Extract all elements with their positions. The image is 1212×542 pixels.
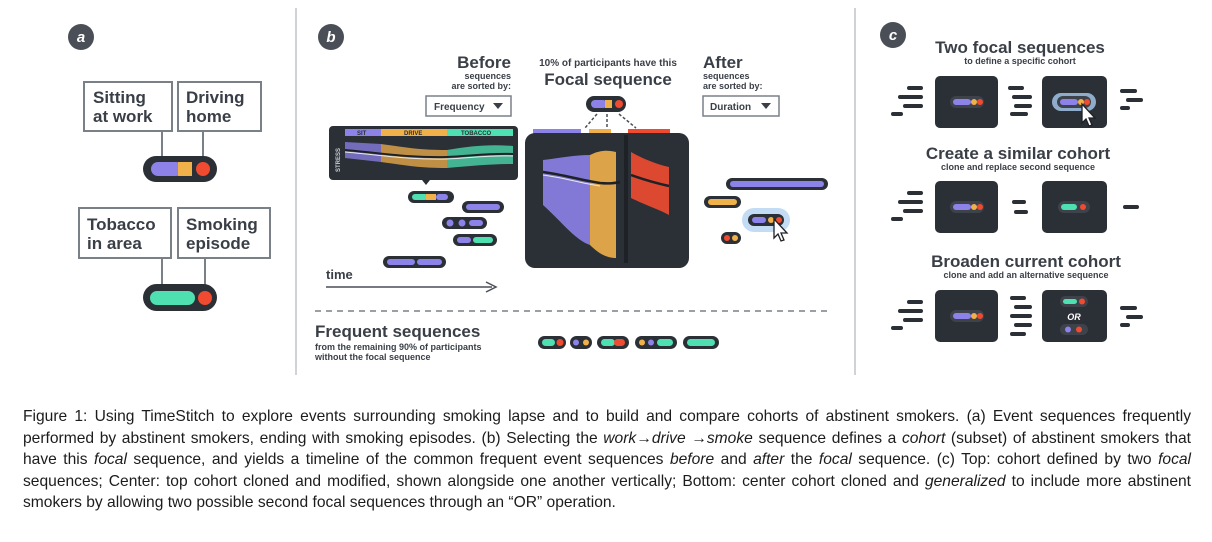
caption-text: → — [636, 429, 652, 447]
caption-italic: work — [603, 429, 637, 447]
box-smoking-episode — [177, 207, 271, 259]
caption-text: to include more abstinent smokers by all… — [23, 472, 1191, 512]
box-tobacco-line1: Tobacco — [87, 215, 156, 234]
time-axis-label: time — [326, 267, 353, 282]
row3-subtitle: clone and add an alternative sequence — [943, 270, 1108, 280]
box-driving-home — [177, 81, 262, 132]
panel-a: a Sitting at work Driving home Tobacco i… — [68, 24, 271, 311]
after-title: After — [703, 53, 743, 72]
cohort-row-3[interactable] — [891, 290, 1143, 342]
caption-text: and — [714, 451, 754, 468]
frequent-title: Frequent sequences — [315, 322, 480, 341]
panel-b: b Before sequences are sorted by: Freque… — [314, 24, 832, 362]
before-sub2: are sorted by: — [451, 81, 511, 91]
stress-axis-label: STRESS — [336, 148, 342, 172]
box-sitting-line2: at work — [93, 107, 153, 126]
cursor-pointer-icon — [1081, 102, 1097, 127]
box-tobacco-line2: in area — [87, 234, 142, 253]
caption-text: sequences; Center: top cohort cloned and… — [23, 472, 925, 490]
band-drive-label: DRIVE — [404, 131, 422, 137]
caption-italic: before — [669, 451, 715, 468]
caption-text: the — [784, 451, 819, 468]
panel-b-badge — [318, 24, 344, 50]
panel-a-label: a — [77, 29, 85, 46]
row3-title: Broaden current cohort — [931, 252, 1121, 271]
cohort-row-2[interactable] — [891, 181, 1139, 233]
caption-italic: focal — [818, 451, 852, 468]
caption-italic: focal — [94, 451, 127, 468]
figure-caption: Figure 1: Using TimeStitch to explore ev… — [23, 406, 1191, 514]
band-tobacco-label: TOBACCO — [461, 131, 492, 137]
caption-text: sequence, and yields a timeline of the c… — [126, 451, 670, 468]
caption-italic: smoke — [706, 429, 753, 447]
before-title: Before — [457, 53, 511, 72]
frequent-sub1: from the remaining 90% of participants — [315, 342, 482, 352]
stress-tooltip: SIT DRIVE TOBACCO STRESS — [329, 126, 518, 185]
figure-panel: a Sitting at work Driving home Tobacco i… — [68, 8, 1143, 375]
caption-italic: focal — [1158, 451, 1192, 468]
caption-text: sequence defines a — [752, 429, 902, 447]
chevron-down-icon — [761, 103, 771, 109]
frequent-sequences[interactable] — [538, 336, 719, 349]
before-sort-value: Frequency — [434, 102, 485, 113]
box-driving-line1: Driving — [186, 88, 245, 107]
chevron-down-icon — [493, 103, 503, 109]
cursor-pointer-icon — [773, 217, 789, 242]
after-sub1: sequences — [703, 71, 750, 81]
focal-chart — [525, 129, 689, 268]
box-smoking-line2: episode — [186, 234, 250, 253]
caption-text: (subset) of abstinent smokers that have … — [23, 429, 1191, 469]
before-sequences[interactable] — [383, 191, 504, 268]
caption-text: sequence. (c) Top: cohort defined by two — [851, 451, 1159, 468]
box-smoking-line1: Smoking — [186, 215, 258, 234]
row2-subtitle: clone and replace second sequence — [941, 162, 1095, 172]
caption-text: → — [685, 429, 707, 447]
caption-italic: cohort — [901, 429, 946, 447]
or-operator-label: OR — [1067, 312, 1081, 322]
row1-title: Two focal sequences — [935, 38, 1105, 57]
box-sitting-line1: Sitting — [93, 88, 146, 107]
row2-title: Create a similar cohort — [926, 144, 1111, 163]
row1-subtitle: to define a specific cohort — [964, 56, 1076, 66]
panel-c: c Two focal sequences to define a specif… — [880, 22, 1143, 342]
panel-c-badge — [880, 22, 906, 48]
frequent-sub2: without the focal sequence — [314, 352, 431, 362]
box-sitting-at-work — [83, 81, 173, 132]
box-tobacco-in-area — [78, 207, 172, 259]
caption-italic: after — [753, 451, 785, 468]
band-sit-label: SIT — [357, 131, 367, 137]
focal-percentage: 10% of participants have this — [539, 58, 677, 69]
after-sort-value: Duration — [710, 102, 751, 113]
panel-a-badge — [68, 24, 94, 50]
before-sort-dropdown[interactable] — [425, 95, 512, 117]
box-driving-line2: home — [186, 107, 231, 126]
before-sub1: sequences — [464, 71, 511, 81]
arrow-right-icon — [485, 281, 498, 293]
panel-b-label: b — [326, 29, 335, 46]
after-sort-dropdown[interactable] — [702, 95, 780, 117]
cohort-row-1[interactable] — [891, 76, 1143, 128]
after-sub2: are sorted by: — [703, 81, 763, 91]
panel-c-label: c — [889, 27, 898, 44]
after-sequences[interactable] — [704, 178, 828, 244]
caption-italic: drive — [651, 429, 686, 447]
caption-italic: generalized — [924, 472, 1006, 490]
caption-text: Figure 1: Using TimeStitch to explore ev… — [23, 408, 1191, 447]
focal-title: Focal sequence — [544, 70, 672, 89]
